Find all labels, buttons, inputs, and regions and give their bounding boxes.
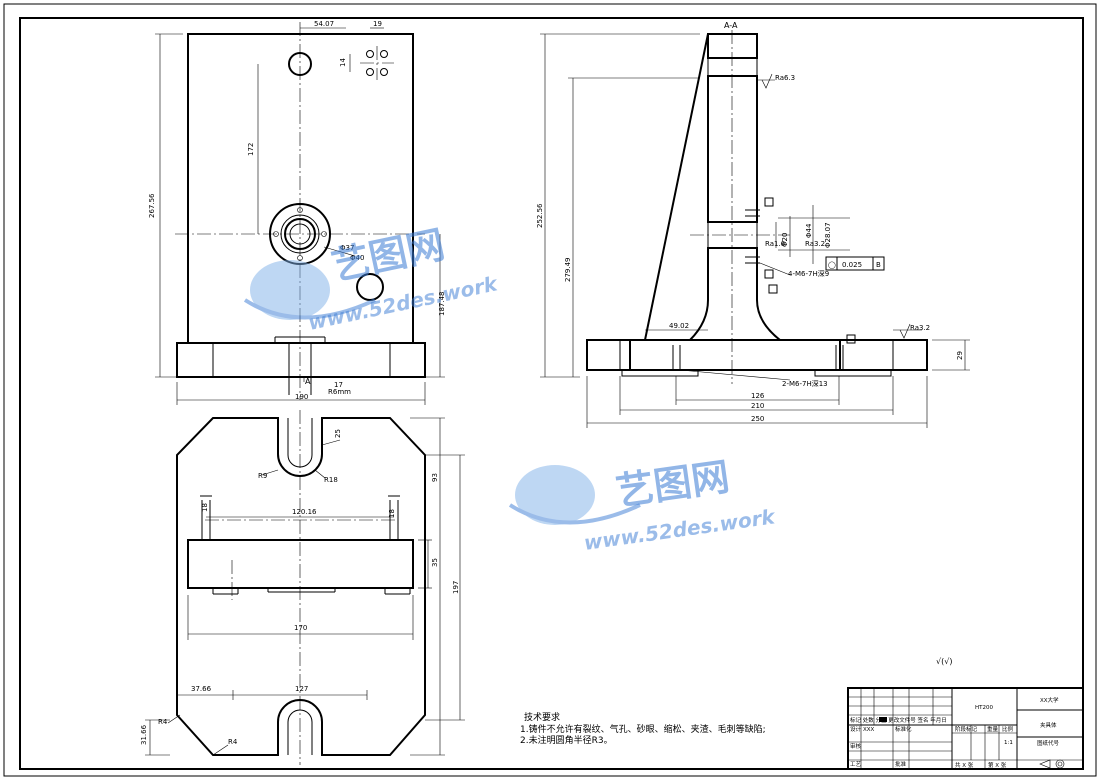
tb-material: HT200 [975, 705, 993, 711]
projection-symbol [1039, 759, 1065, 769]
dim-front-hole-pitch-y: 14 [339, 58, 347, 67]
rough-section-3: Ra3.2 [805, 240, 825, 248]
rough-section-2: Ra1.6 [765, 240, 786, 248]
tb-process-label: 工艺 [850, 761, 862, 768]
dim-section-height-inner: 279.49 [564, 258, 572, 283]
tb-std-label: 标准化 [895, 725, 912, 733]
plan-view [145, 410, 465, 765]
dim-plan-chamfer-2: R4 [228, 738, 238, 746]
dim-plan-bottom-left: 37.66 [191, 685, 212, 693]
tb-scale: 1:1 [1004, 740, 1013, 746]
dim-plan-post-right: 18 [388, 509, 396, 518]
dim-section-thread-base: 2-M6-7H深13 [782, 379, 828, 388]
dim-plan-total-height: 197 [452, 581, 460, 594]
dim-plan-bottom-span: 127 [295, 685, 308, 693]
dim-plan-block-width: 170 [294, 624, 307, 632]
dim-front-top-offset: 54.07 [314, 20, 334, 28]
tech-req-line2: 2.未注明圆角半径R3。 [520, 734, 613, 746]
dim-front-height-right: 187.48 [438, 292, 446, 317]
tb-sheet-total: 共 X 张 [955, 761, 974, 769]
dim-plan-top-right: 93 [431, 473, 439, 482]
tol-frame-symbol: ◯ [828, 261, 836, 269]
watermark-cn-1: 艺图网 [328, 222, 449, 289]
tb-part-name: 夹具体 [1040, 721, 1057, 729]
dim-plan-radius-small: R9 [258, 472, 267, 480]
tol-frame-datum: B [876, 261, 881, 269]
watermark-cn-2: 艺图网 [613, 454, 732, 513]
watermark-logo-1 [243, 260, 376, 320]
tb-designer: XXX [863, 727, 875, 733]
dim-plan-slot-width: 25 [334, 429, 342, 438]
dim-section-base-total: 250 [751, 415, 764, 423]
dim-section-base-inner: 210 [751, 402, 764, 410]
dim-section-bore-small: Φ20 [781, 233, 789, 247]
watermark-url-2: www.52des.work [582, 504, 777, 555]
rough-section-1: Ra6.3 [775, 74, 795, 82]
inner-border [19, 17, 1084, 770]
dim-section-bore-mid: Φ28.07 [824, 222, 832, 248]
watermark-logo-2 [508, 465, 641, 525]
tb-stage-label: 阶段标记 [955, 725, 978, 733]
section-title: A-A [724, 21, 738, 30]
section-cut-label: A [305, 377, 311, 386]
tb-approve-label: 批准 [895, 760, 907, 768]
dim-front-slot-width: 17 [334, 381, 343, 389]
title-block [847, 687, 1084, 770]
dim-front-width-bottom: 190 [295, 393, 308, 401]
tb-check-label: 审核 [850, 742, 862, 750]
dim-front-slot-depth: R6mm [328, 388, 351, 396]
front-view [155, 22, 445, 405]
tech-req-line1: 1.铸件不允许有裂纹、气孔、砂眼、缩松、夹渣、毛刺等缺陷; [520, 723, 766, 735]
rough-section-4: Ra3.2 [910, 324, 930, 332]
dim-section-rib-width: 49.02 [669, 322, 689, 330]
dim-section-height-outer: 252.56 [536, 203, 544, 228]
dim-front-bore-large: Φ40 [350, 254, 364, 262]
dim-section-bore-large: Φ44 [805, 223, 813, 238]
dim-section-hole-spacing: 126 [751, 392, 765, 400]
dim-front-bore-small: Φ37 [340, 244, 354, 252]
dim-plan-edge: 31.66 [140, 724, 148, 745]
dim-plan-post-left: 18 [201, 503, 209, 512]
tb-scale-label: 比例 [1002, 725, 1014, 733]
tb-weight-label: 重量 [987, 725, 999, 733]
dim-front-hole-pitch-x: 19 [373, 20, 382, 28]
roughness-general: √(√) [936, 657, 952, 666]
dim-section-base-height: 29 [956, 351, 964, 360]
section-view [540, 30, 970, 428]
dim-front-height-inner: 172 [247, 143, 255, 156]
dim-front-height-left: 267.56 [148, 193, 156, 218]
dim-plan-radius-large: R18 [324, 476, 338, 484]
tb-drawing-no: 图纸代号 [1037, 739, 1060, 747]
tb-designer-label: 设计 [850, 725, 862, 733]
outer-border [3, 3, 1097, 777]
dim-plan-chamfer-1: R4 [158, 718, 168, 726]
tech-req-title: 技术要求 [524, 711, 560, 723]
tb-school: XX大学 [1040, 696, 1059, 704]
dim-plan-span-mid: 120.16 [292, 508, 317, 516]
tb-rev-cols: 标记 处数 分区 更改文件号 签名 年月日 [850, 716, 947, 724]
tol-frame-value: 0.025 [842, 261, 862, 269]
tb-sheet-no: 第 X 张 [988, 761, 1007, 769]
dim-plan-block-height: 35 [431, 558, 439, 567]
dim-section-thread-top: 4-M6-7H深9 [788, 269, 829, 278]
